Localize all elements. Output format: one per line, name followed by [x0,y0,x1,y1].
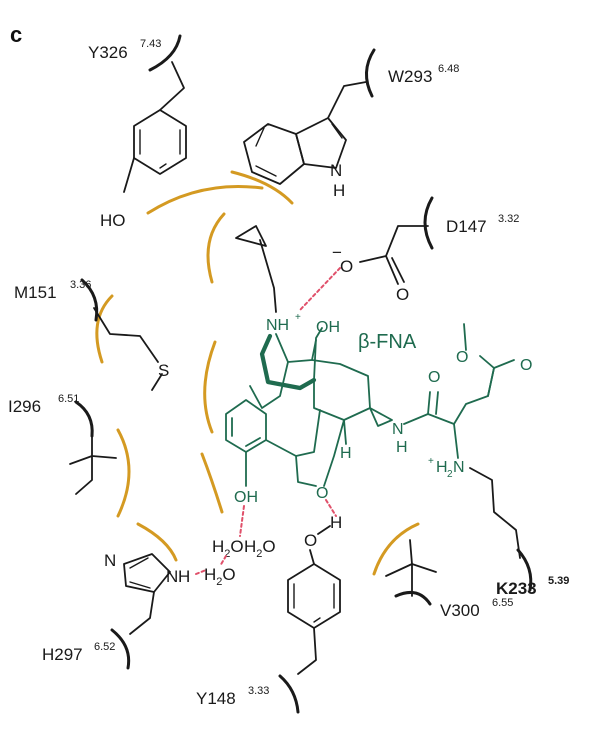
pyrrole-ring-w293 [295,117,347,169]
hbond-phenol-water [239,505,245,537]
residue-number-i296: 6.51 [58,393,79,405]
hydrophobic-arc-upper [206,212,226,284]
ammonium-charge: + [295,312,301,323]
residue-m151: M151 3.36 S [14,278,169,391]
secondary-amine-h2: 2 [447,469,453,480]
residue-number-h297: 6.52 [94,641,115,653]
hydrogen-bonds [195,267,341,575]
panel-label: c [10,22,22,47]
backbone-arc-h297 [110,628,131,670]
water-2-label: H2O [204,565,236,588]
residue-label-h297: H297 [42,645,83,664]
imidazole-nh-n-label: N [166,567,178,586]
residue-k233: K233 5.39 [496,548,569,598]
carbonyl-o-label-d147: O [396,285,409,304]
hydrophobic-arc-lower [200,452,224,514]
residue-y148: H O Y148 3.33 [196,513,342,714]
sulfur-label: S [158,361,169,380]
ammonium-label: NH [266,317,289,334]
residue-number-w293: 6.48 [438,63,459,75]
backbone-arc-v300 [394,590,432,606]
backbone-arc-d147 [423,196,434,250]
residue-i296: I296 6.51 [8,393,117,495]
secondary-amine-charge: + [428,456,434,467]
hydrophobic-arc-h297 [136,522,178,562]
stereo-h-label: H [340,445,352,462]
water-1: H2O [212,537,244,560]
residue-label-v300: V300 [440,601,480,620]
residue-w293: W293 6.48 N H [243,48,459,200]
backbone-arc-w293 [365,48,376,98]
hydrophobic-arc-mid [203,340,217,434]
hydroxyl-o-label-y148: O [304,531,317,550]
ester-o-label: O [456,349,468,366]
hydroxyl-label-y326: HO [100,211,126,230]
ethano-bridge [259,333,317,391]
hydroxyl-14-label: OH [316,319,340,336]
hydrophobic-contacts [95,170,420,576]
water-1-label: H2O [244,537,276,560]
backbone-arc-y326 [148,34,182,72]
backbone-arc-i296 [74,400,94,438]
carboxylate-charge: − [332,243,342,262]
residue-number-v300: 6.55 [492,597,513,609]
benzene-ring-w293 [243,123,305,185]
hydroxyl-h-label-y148: H [330,513,342,532]
hydrophobic-arc-y326 [146,184,264,215]
phenol-ring-y326 [133,109,187,175]
residue-number-y326: 7.43 [140,38,161,50]
hbond-epoxy-y148 [325,499,337,517]
residue-number-k233: 5.39 [548,575,569,587]
hydrophobic-arc-v300 [372,522,420,576]
hbond-d147-ammonium [299,267,341,311]
residue-label-y326: Y326 [88,43,128,62]
residue-label-y148: Y148 [196,689,236,708]
ligand-name: β-FNA [358,331,417,353]
residue-v300: V300 6.55 [385,539,513,620]
amide-n-label: N [392,421,404,438]
epoxy-o-label: O [316,485,328,502]
hbond-water-water [219,555,227,567]
imidazole-nh-h-label: H [178,567,190,586]
ligand-beta-fna: β-FNA NH + OH OH O N H O O O H + [225,225,532,559]
hydrophobic-arc-m151 [95,294,114,364]
hydrophobic-arc-i296 [116,428,131,518]
residue-label-k233: K233 [496,579,537,598]
amide-o-label: O [428,369,440,386]
cyclopropyl-ring [235,225,267,247]
residue-number-y148: 3.33 [248,685,269,697]
backbone-arc-y148 [278,674,300,714]
indole-n-label: N [330,161,342,180]
residue-label-d147: D147 [446,217,487,236]
sidechain-y326 [159,61,185,111]
residue-number-d147: 3.32 [498,213,519,225]
imidazole-ring [123,553,171,593]
residue-label-w293: W293 [388,67,432,86]
phenol-oh-label: OH [234,489,258,506]
amide-h-label: H [396,439,408,456]
indole-h-label: H [333,181,345,200]
ester-carbonyl-o-label: O [520,357,532,374]
residue-h297: N N H H297 6.52 [42,551,190,670]
imidazole-n-label: N [104,551,116,570]
secondary-amine-h: H [436,459,448,476]
hbond-h297-water [195,569,207,575]
phenol-ring-y148 [287,563,341,629]
residue-label-i296: I296 [8,397,41,416]
residue-d147: D147 3.32 O − O [332,196,519,304]
carboxylate-o-label: O [340,257,353,276]
backbone-arc-m151 [80,278,99,322]
ring-double-bonds-y326 [139,129,181,169]
residue-y326: Y326 7.43 HO [88,34,187,230]
residue-label-m151: M151 [14,283,57,302]
backbone-arc-k233 [516,548,533,592]
secondary-amine-n: N [453,459,465,476]
water-molecules: H2O H2O H2O [204,537,276,588]
hydrophobic-arc-w293 [230,170,294,205]
